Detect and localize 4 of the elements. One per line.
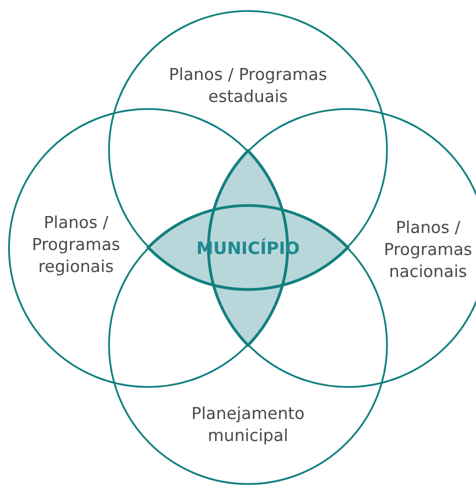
circle-label: Planos / Programas nacionais <box>382 217 474 283</box>
circle-label: Planos / Programas estaduais <box>168 64 328 108</box>
circle-label: Planos / Programas regionais <box>30 212 122 278</box>
circle-label: Planejamento municipal <box>190 403 306 447</box>
